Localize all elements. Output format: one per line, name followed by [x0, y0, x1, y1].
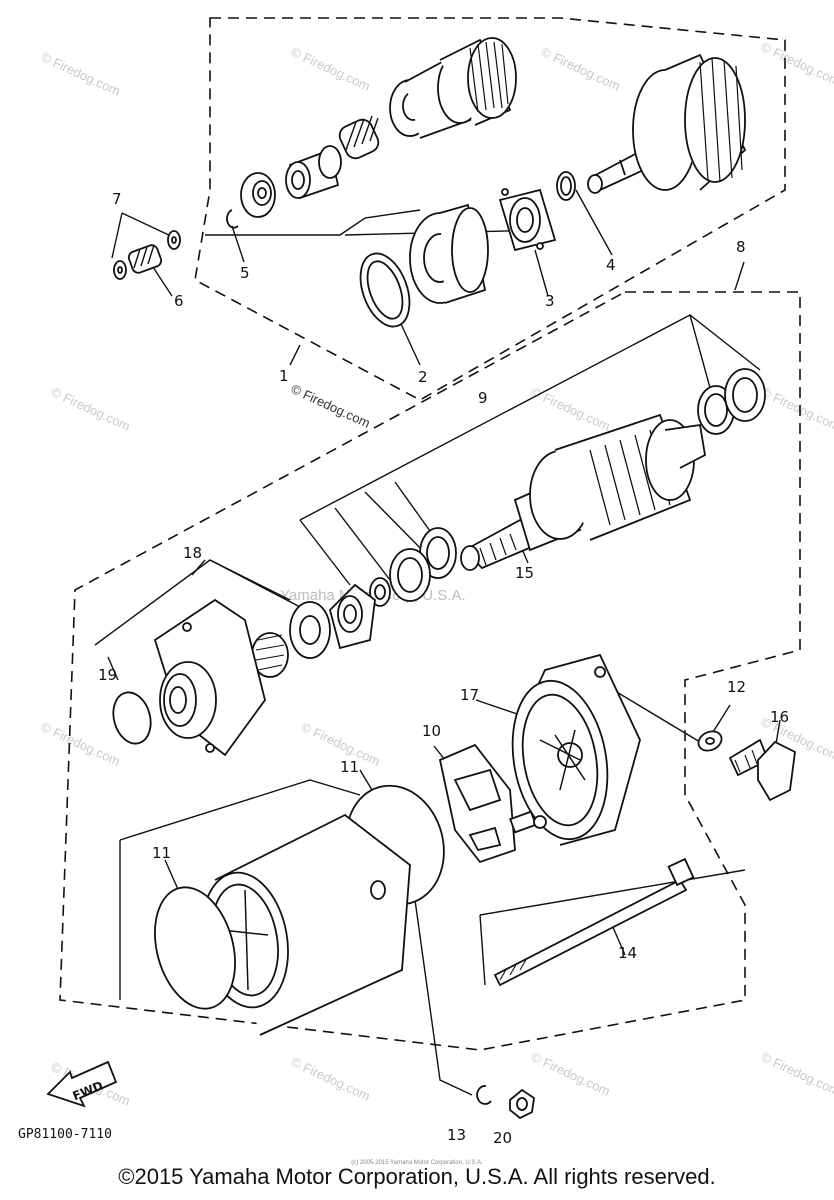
callout-14: 17 — [460, 686, 479, 704]
watermark-text: © Firedog.com — [49, 384, 133, 434]
rear-cover-part — [511, 653, 641, 846]
callout-labels: 7 6 5 2 3 4 1 8 9 15 18 19 17 12 16 10 1… — [98, 190, 789, 1147]
clutch-housing-part — [409, 203, 489, 304]
watermark-text: © Firedog.com — [39, 719, 123, 769]
stopper-part — [285, 145, 342, 200]
nut-20-part — [509, 1088, 535, 1120]
circlip-4-part — [556, 171, 576, 201]
watermark-text: © Firedog.com — [289, 1054, 373, 1104]
watermark-text: © Firedog.com — [539, 44, 623, 94]
diagram-code: GP81100-7110 — [18, 1127, 112, 1142]
o-ring-part — [112, 691, 152, 745]
bearing-15-part — [251, 601, 331, 678]
callout-18: 12 — [727, 678, 746, 696]
shim-pair-part — [697, 368, 766, 435]
fwd-arrow-icon — [46, 1060, 118, 1108]
watermark-text: © Firedog.com — [289, 44, 373, 94]
leader-lines — [94, 189, 781, 1096]
watermark-text: © Firedog.com — [759, 384, 834, 434]
plate-part — [498, 188, 557, 252]
washer-18-part — [697, 730, 723, 752]
part-drawings — [46, 37, 796, 1120]
callout-2: 2 — [418, 368, 428, 386]
callout-13: 15 — [515, 564, 534, 582]
watermark-text: © Firedog.com — [529, 384, 613, 434]
brush-plate-small-part — [328, 583, 376, 650]
callout-10: 10 — [422, 722, 441, 740]
callout-11-top: 11 — [340, 758, 359, 776]
callout-11-left: 11 — [152, 844, 171, 862]
long-bolt-part — [493, 857, 695, 987]
callout-9: 9 — [478, 389, 488, 407]
callout-19: 13 — [447, 1126, 466, 1144]
watermark-text: © Firedog.com — [39, 49, 123, 99]
armature-part — [460, 413, 706, 571]
clutch-assembly-outline — [194, 17, 786, 401]
callout-8: 8 — [736, 238, 746, 256]
watermark-text: © Firedog.com — [529, 1049, 613, 1099]
callout-1: 1 — [279, 367, 289, 385]
collar-part — [240, 172, 276, 218]
callout-4: 4 — [606, 256, 616, 274]
spring-washers-part — [113, 230, 181, 280]
callout-3: 3 — [545, 292, 555, 310]
callout-20: 20 — [493, 1129, 512, 1147]
watermark-text-dark: © Firedog.com — [289, 381, 373, 431]
front-cover-part — [153, 598, 266, 757]
callout-12: 14 — [618, 944, 637, 962]
circlip-part — [226, 209, 239, 229]
callout-5: 5 — [240, 264, 250, 282]
callout-15: 18 — [183, 544, 202, 562]
pinion-gear-part — [389, 37, 517, 139]
bearing-ring-part — [359, 252, 411, 328]
spring-part — [338, 115, 380, 160]
clutch-shaft-drum-part — [587, 53, 747, 194]
gasket-11-left-part — [154, 886, 236, 1010]
watermark-text: © Firedog.com — [759, 39, 834, 89]
washer-stack-part — [369, 527, 457, 607]
starter-motor-assembly-outline — [59, 291, 801, 1051]
callout-17: 16 — [770, 708, 789, 726]
watermark-text: © Firedog.com — [759, 1049, 834, 1099]
copyright-footer: ©2015 Yamaha Motor Corporation, U.S.A. A… — [118, 1164, 716, 1189]
brush-holder-part — [438, 743, 547, 864]
assembly-outlines — [59, 17, 801, 1051]
clip-19-part — [476, 1085, 492, 1105]
callout-7: 7 — [112, 190, 122, 208]
small-copyright: (c) 2005-2015 Yamaha Motor Corporation, … — [351, 1160, 483, 1166]
callout-6: 6 — [174, 292, 184, 310]
bolt-17-part — [728, 738, 796, 802]
callout-16: 19 — [98, 666, 117, 684]
